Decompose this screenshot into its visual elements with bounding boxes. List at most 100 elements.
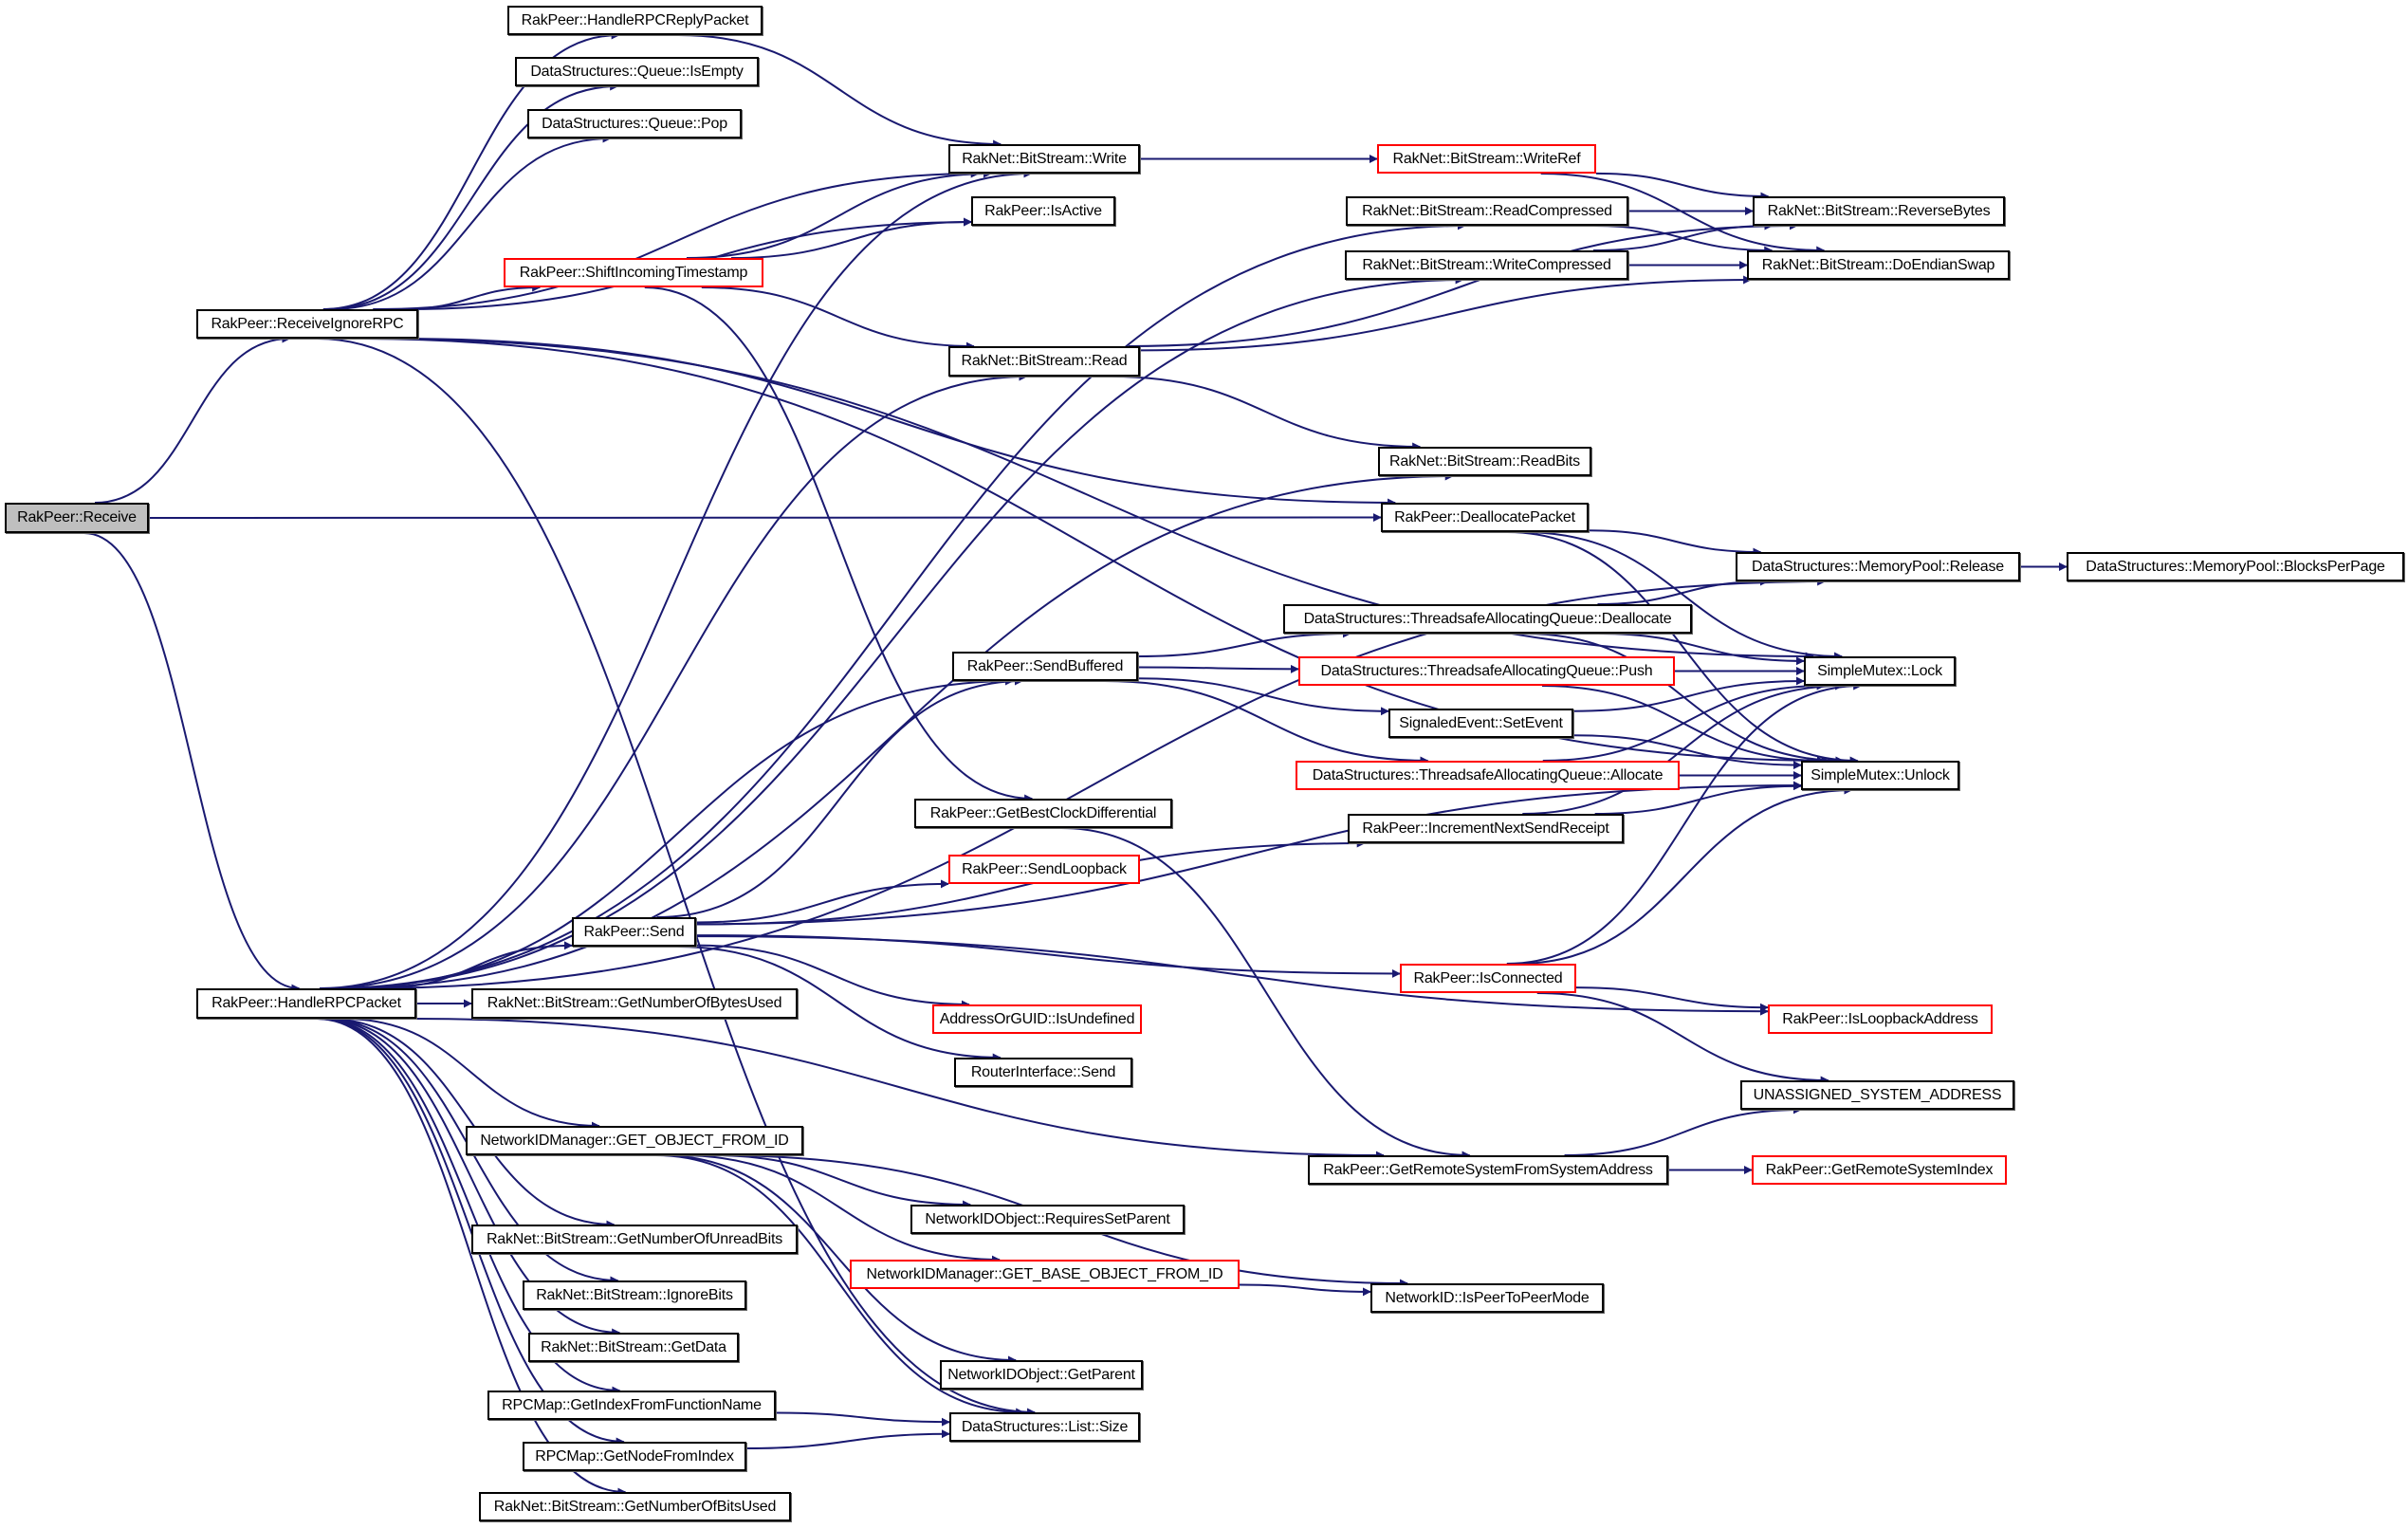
edge-send-to-addrIsUndefined	[695, 944, 970, 1009]
node-rakpeer-send[interactable]: RakPeer::Send	[572, 917, 696, 947]
node-bitstream-read-bits[interactable]: RakNet::BitStream::ReadBits	[1378, 447, 1591, 476]
node-bitstream-write[interactable]: RakNet::BitStream::Write	[948, 144, 1140, 174]
edge-getNodeFromIndex-to-listSize	[745, 1429, 950, 1450]
edge-deallocatePacket-to-memPoolRelease	[1588, 529, 1762, 557]
edge-shiftIncomingTimestamp-to-isActive	[731, 217, 972, 259]
edge-deallocatePacket-to-mutexUnlock	[1507, 531, 1859, 765]
edge-getObjectFromId-to-requiresSetParent	[711, 1154, 972, 1209]
node-bitstream-write-compressed[interactable]: RakNet::BitStream::WriteCompressed	[1345, 250, 1628, 280]
edge-receive-to-receiveIgnoreRPC	[95, 334, 291, 504]
node-taq-push[interactable]: DataStructures::ThreadsafeAllocatingQueu…	[1298, 656, 1675, 686]
node-address-or-guid-is-undefined[interactable]: AddressOrGUID::IsUndefined	[932, 1004, 1142, 1034]
edge-getBaseObjectFromId-to-isPeerToPeerMode	[1239, 1283, 1371, 1297]
node-get-object-from-id[interactable]: NetworkIDManager::GET_OBJECT_FROM_ID	[466, 1126, 803, 1155]
node-is-connected[interactable]: RakPeer::IsConnected	[1400, 964, 1576, 993]
node-handle-rpc-reply-packet[interactable]: RakPeer::HandleRPCReplyPacket	[507, 6, 763, 35]
edge-isConnected-to-mutexLock	[1506, 681, 1863, 965]
node-bitstream-get-number-of-bytes-used[interactable]: RakNet::BitStream::GetNumberOfBytesUsed	[471, 988, 798, 1019]
node-get-parent[interactable]: NetworkIDObject::GetParent	[940, 1360, 1143, 1390]
node-get-best-clock-differential[interactable]: RakPeer::GetBestClockDifferential	[914, 799, 1172, 828]
edge-isConnected-to-unassignedSystemAddress	[1536, 992, 1829, 1085]
edge-getObjectFromId-to-listSize	[655, 1154, 1025, 1417]
edge-sendBuffered-to-taqAllocate	[1104, 680, 1429, 765]
node-is-active[interactable]: RakPeer::IsActive	[971, 196, 1115, 226]
node-signaled-event-set-event[interactable]: SignaledEvent::SetEvent	[1388, 709, 1573, 738]
node-queue-is-empty[interactable]: DataStructures::Queue::IsEmpty	[515, 57, 759, 86]
edge-incrementNextSendReceipt-to-mutexLock	[1522, 681, 1845, 815]
node-memory-pool-release[interactable]: DataStructures::MemoryPool::Release	[1736, 552, 2020, 581]
node-send-loopback[interactable]: RakPeer::SendLoopback	[948, 855, 1140, 884]
edge-bsRead-to-bsReverseBytes	[1128, 221, 1798, 347]
node-bitstream-get-number-of-unread-bits[interactable]: RakNet::BitStream::GetNumberOfUnreadBits	[471, 1225, 798, 1254]
edge-taqDeallocate-to-memPoolRelease	[1597, 577, 1769, 605]
node-send-buffered[interactable]: RakPeer::SendBuffered	[952, 652, 1138, 681]
edge-shiftIncomingTimestamp-to-bsWrite	[686, 169, 992, 259]
node-memory-pool-blocks-per-page[interactable]: DataStructures::MemoryPool::BlocksPerPag…	[2067, 552, 2404, 581]
edge-taqAllocate-to-mutexLock	[1542, 681, 1826, 762]
node-requires-set-parent[interactable]: NetworkIDObject::RequiresSetParent	[910, 1205, 1185, 1234]
edge-getRemoteSystemFromSystemAddress-to-unassignedSystemAddress	[1564, 1105, 1802, 1156]
edge-bsRead-to-bsDoEndianSwap	[1139, 275, 1753, 352]
edge-shiftIncomingTimestamp-to-bsRead	[701, 286, 975, 351]
node-rakpeer-receive[interactable]: RakPeer::Receive	[5, 503, 149, 533]
edge-handleRPCPacket-to-bsGetData	[321, 1018, 621, 1337]
node-unassigned-system-address[interactable]: UNASSIGNED_SYSTEM_ADDRESS	[1740, 1080, 2014, 1110]
edge-handleRPCPacket-to-getIndexFromFunctionName	[318, 1018, 621, 1395]
edge-receiveIgnoreRPC-to-bsWrite	[373, 169, 980, 310]
node-bitstream-read-compressed[interactable]: RakNet::BitStream::ReadCompressed	[1346, 196, 1628, 226]
node-bitstream-ignore-bits[interactable]: RakNet::BitStream::IgnoreBits	[523, 1280, 746, 1310]
edge-receiveIgnoreRPC-to-mutexLock	[374, 338, 1814, 661]
node-bitstream-read[interactable]: RakNet::BitStream::Read	[948, 346, 1140, 377]
node-handle-rpc-packet[interactable]: RakPeer::HandleRPCPacket	[196, 988, 416, 1019]
edge-handleRPCPacket-to-bsWriteCompressed	[330, 275, 1464, 989]
node-simple-mutex-unlock[interactable]: SimpleMutex::Unlock	[1801, 761, 1959, 790]
edge-receiveIgnoreRPC-to-queuePop	[331, 134, 612, 310]
node-increment-next-send-receipt[interactable]: RakPeer::IncrementNextSendReceipt	[1348, 814, 1624, 843]
edge-handleRPCReplyPacket-to-bsWrite	[678, 34, 1002, 149]
edge-handleRPCPacket-to-getObjectFromId	[342, 1018, 600, 1131]
node-get-index-from-function-name[interactable]: RPCMap::GetIndexFromFunctionName	[487, 1391, 776, 1420]
edge-bsWriteCompressed-to-bsReverseBytes	[1592, 221, 1774, 251]
node-bitstream-get-data[interactable]: RakNet::BitStream::GetData	[528, 1333, 739, 1362]
edge-handleRPCPacket-to-send	[376, 941, 573, 989]
node-taq-deallocate[interactable]: DataStructures::ThreadsafeAllocatingQueu…	[1283, 604, 1692, 634]
edge-getBestClockDifferential-to-getRemoteSystemFromSystemAddress	[1061, 827, 1471, 1160]
edge-bsRead-to-bsReadBits	[1111, 376, 1422, 451]
node-is-peer-to-peer-mode[interactable]: NetworkID::IsPeerToPeerMode	[1370, 1283, 1604, 1313]
node-deallocate-packet[interactable]: RakPeer::DeallocatePacket	[1381, 503, 1589, 532]
edge-send-to-routerSend	[676, 946, 1002, 1062]
edge-handleRPCPacket-to-bsRead	[323, 372, 1028, 989]
edge-sendBuffered-to-setEvent	[1137, 677, 1389, 716]
node-bitstream-reverse-bytes[interactable]: RakNet::BitStream::ReverseBytes	[1753, 196, 2005, 226]
edge-isConnected-to-mutexUnlock	[1516, 785, 1853, 965]
edge-receiveIgnoreRPC-to-queueIsEmpty	[326, 82, 619, 310]
node-list-size[interactable]: DataStructures::List::Size	[949, 1412, 1140, 1442]
edge-handleRPCPacket-to-bsGetNumberOfBitsUsed	[316, 1018, 627, 1497]
edge-isConnected-to-isLoopbackAddress	[1575, 986, 1769, 1012]
edge-receiveIgnoreRPC-to-mutexUnlock	[358, 338, 1830, 765]
node-bitstream-write-ref[interactable]: RakNet::BitStream::WriteRef	[1377, 144, 1596, 174]
edge-bsWriteRef-to-bsReverseBytes	[1595, 172, 1770, 201]
node-queue-pop[interactable]: DataStructures::Queue::Pop	[527, 109, 742, 138]
node-simple-mutex-lock[interactable]: SimpleMutex::Lock	[1804, 656, 1956, 686]
node-get-base-object-from-id[interactable]: NetworkIDManager::GET_BASE_OBJECT_FROM_I…	[850, 1260, 1240, 1289]
node-bitstream-get-number-of-bits-used[interactable]: RakNet::BitStream::GetNumberOfBitsUsed	[479, 1492, 791, 1521]
edge-send-to-isLoopbackAddress	[695, 935, 1769, 1016]
edge-deallocatePacket-to-mutexLock	[1522, 531, 1844, 661]
edge-handleRPCPacket-to-getRemoteSystemFromSystemAddress	[414, 1018, 1385, 1160]
edge-receiveIgnoreRPC-to-handleRPCReplyPacket	[322, 30, 620, 310]
node-router-interface-send[interactable]: RouterInterface::Send	[954, 1058, 1132, 1087]
node-taq-allocate[interactable]: DataStructures::ThreadsafeAllocatingQueu…	[1296, 761, 1680, 790]
edge-getObjectFromId-to-getBaseObjectFromId	[679, 1154, 1001, 1264]
node-is-loopback-address[interactable]: RakPeer::IsLoopbackAddress	[1768, 1004, 1993, 1034]
node-shift-incoming-timestamp[interactable]: RakPeer::ShiftIncomingTimestamp	[504, 258, 763, 287]
node-get-remote-system-index[interactable]: RakPeer::GetRemoteSystemIndex	[1752, 1155, 2007, 1185]
node-receive-ignore-rpc[interactable]: RakPeer::ReceiveIgnoreRPC	[196, 309, 418, 339]
node-get-remote-system-from-system-address[interactable]: RakPeer::GetRemoteSystemFromSystemAddres…	[1308, 1155, 1668, 1185]
node-bitstream-do-endian-swap[interactable]: RakNet::BitStream::DoEndianSwap	[1747, 250, 2010, 280]
edge-send-to-isConnected	[695, 934, 1401, 978]
edge-sendBuffered-to-taqPush	[1137, 664, 1299, 673]
edge-taqDeallocate-to-mutexLock	[1598, 633, 1805, 666]
node-get-node-from-index[interactable]: RPCMap::GetNodeFromIndex	[523, 1442, 746, 1471]
